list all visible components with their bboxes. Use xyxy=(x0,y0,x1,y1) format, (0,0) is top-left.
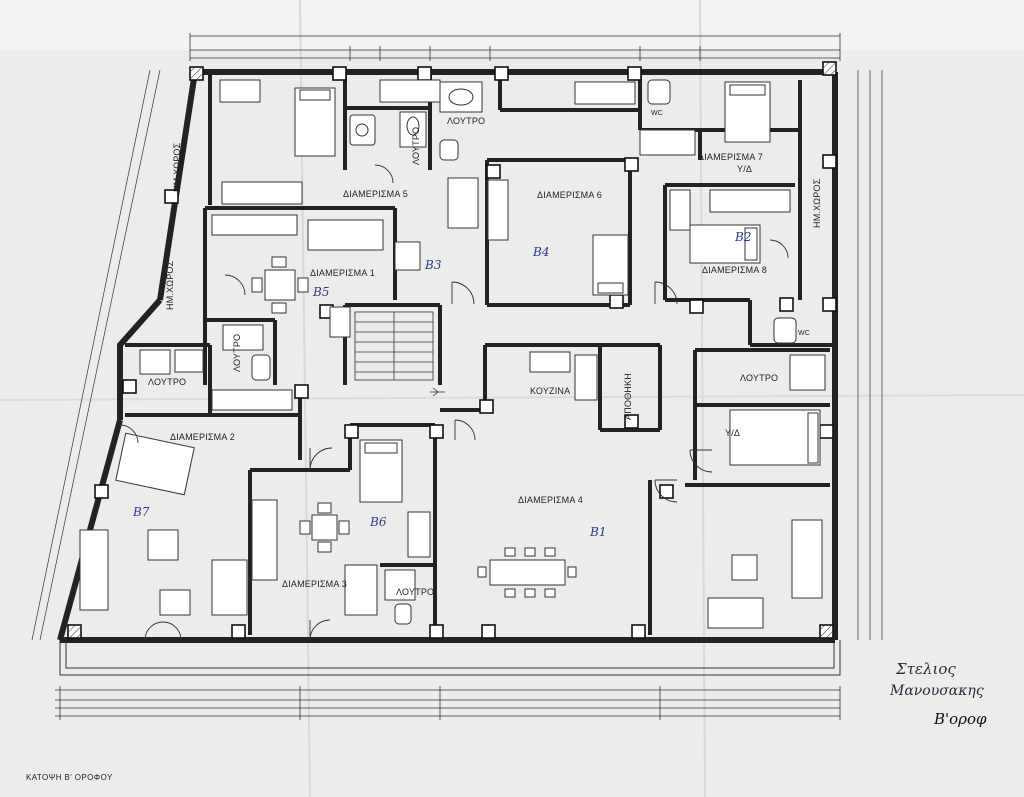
label-apartment-4: ΔΙΑΜΕΡΙΣΜΑ 4 xyxy=(518,495,583,505)
plan-caption: ΚΑΤΟΨΗ Β' ΟΡΟΦΟΥ xyxy=(26,773,113,782)
label-bathroom-right: ΛΟΥΤΡΟ xyxy=(740,373,779,383)
label-apartment-3: ΔΙΑΜΕΡΙΣΜΑ 3 xyxy=(282,579,347,589)
label-semi-open-space-right: ΗΜ.ΧΩΡΟΣ xyxy=(812,178,822,228)
mark-b2: Β2 xyxy=(735,230,752,244)
mark-b7: Β7 xyxy=(133,505,150,519)
label-apartment-2: ΔΙΑΜΕΡΙΣΜΑ 2 xyxy=(170,432,235,442)
label-semi-open-space-top-left: ΗΜ.ΧΩΡΟΣ xyxy=(172,142,182,192)
label-wc-top: WC xyxy=(651,110,664,117)
label-apartment-7: ΔΙΑΜΕΡΙΣΜΑ 7 xyxy=(698,152,763,162)
handwritten-name-last: Μανουσακης xyxy=(890,683,984,699)
mark-b6: Β6 xyxy=(370,515,387,529)
label-bathroom-top-small: ΛΟΥΤΡΟ xyxy=(411,126,421,165)
mark-b3: Β3 xyxy=(425,258,442,272)
label-bathroom-apartment-1: ΛΟΥΤΡΟ xyxy=(232,333,242,372)
label-semi-open-space-left: ΗΜ.ΧΩΡΟΣ xyxy=(165,260,175,310)
label-apartment-8: ΔΙΑΜΕΡΙΣΜΑ 8 xyxy=(702,265,767,275)
label-wc-right: WC xyxy=(798,330,811,337)
label-bedroom-right: Υ/Δ xyxy=(725,428,741,438)
label-bathroom-top: ΛΟΥΤΡΟ xyxy=(447,116,486,126)
label-apartment-6: ΔΙΑΜΕΡΙΣΜΑ 6 xyxy=(537,190,602,200)
label-bathroom-left: ΛΟΥΤΡΟ xyxy=(148,377,187,387)
label-apartment-5: ΔΙΑΜΕΡΙΣΜΑ 5 xyxy=(343,189,408,199)
label-storage: ΑΠΟΘΗΚΗ xyxy=(623,373,633,420)
mark-b4: Β4 xyxy=(533,245,550,259)
label-apartment-7-bedroom: Υ/Δ xyxy=(737,164,753,174)
label-apartment-1: ΔΙΑΜΕΡΙΣΜΑ 1 xyxy=(310,268,375,278)
handwritten-name-first: Στελιος xyxy=(896,660,956,678)
mark-b5: Β5 xyxy=(313,285,330,299)
mark-b1: Β1 xyxy=(590,525,607,539)
label-bathroom-apartment-3: ΛΟΥΤΡΟ xyxy=(396,587,435,597)
label-kitchen: ΚΟΥΖΙΝΑ xyxy=(530,386,571,396)
handwritten-floor-note: Β'οροφ xyxy=(934,710,987,728)
